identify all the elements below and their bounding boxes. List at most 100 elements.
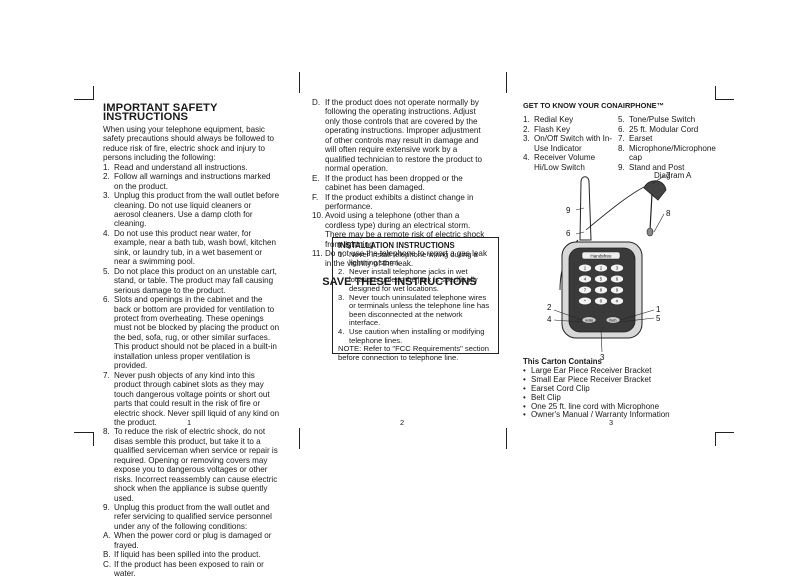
- page-number: 2: [400, 418, 405, 427]
- list-item: E.If the product has been dropped or the…: [312, 174, 487, 193]
- callout-1: 1: [656, 305, 661, 314]
- list-item: 5.Tone/Pulse Switch: [618, 115, 710, 124]
- crop-mark: [299, 72, 300, 93]
- list-item-text: Microphone/Microphone cap: [629, 143, 716, 163]
- carton-list: • Large Ear Piece Receiver Bracket • Small …: [523, 365, 708, 420]
- bullet-icon: •: [523, 392, 526, 402]
- crop-mark: [715, 432, 716, 446]
- list-item-text: To reduce the risk of electric shock, do…: [114, 427, 278, 503]
- list-item-text: Do not use the telephone to report a gas…: [325, 249, 487, 268]
- crop-mark: [506, 72, 507, 93]
- keypad-key[interactable]: [610, 274, 624, 284]
- keypad-key[interactable]: [578, 274, 592, 284]
- callout-6: 6: [566, 229, 571, 238]
- keypad-key-label: *: [584, 299, 586, 304]
- list-item: 3. Unplug this product from the wall outl…: [103, 191, 280, 229]
- redial-label: redial: [585, 318, 594, 322]
- keypad-key-label: 6: [616, 277, 619, 282]
- keypad-key-label: 2: [600, 266, 603, 271]
- keypad-key[interactable]: [578, 285, 592, 295]
- carton-item-text: Earset Cord Clip: [531, 383, 590, 393]
- list-item-number: A.: [103, 531, 111, 541]
- safety-title: IMPORTANT SAFETY INSTRUCTIONS: [103, 102, 218, 124]
- crop-mark: [299, 428, 300, 449]
- list-item-number: 3.: [103, 191, 110, 201]
- list-item-text: Redial Key: [534, 115, 574, 125]
- list-item-text: If the product does not operate normally…: [325, 98, 483, 174]
- installation-note: NOTE: Refer to "FCC Requirements" sectio…: [338, 344, 489, 362]
- list-item: 7.Never push objects of any kind into th…: [103, 371, 280, 428]
- list-item: 9.Unplug this product from the wall outl…: [103, 503, 280, 531]
- list-item: 7.Earset: [618, 134, 710, 143]
- list-item-number: 11.: [312, 249, 323, 259]
- bullet-icon: •: [523, 374, 526, 384]
- bullet-icon: •: [523, 365, 526, 375]
- keypad-key[interactable]: [610, 263, 624, 273]
- list-item: 4.Receiver Volume Hi/Low Switch: [523, 153, 618, 172]
- crop-mark: [74, 432, 93, 433]
- list-item-text: Stand and Post: [629, 162, 685, 172]
- list-item-number: 4.: [103, 228, 110, 238]
- save-instructions-title: SAVE THESE INSTRUCTIONS: [322, 276, 477, 289]
- keypad-key[interactable]: [594, 263, 608, 273]
- page1-column: IMPORTANT SAFETY INSTRUCTIONS When using…: [103, 102, 280, 579]
- list-item-text: When the power cord or plug is damaged o…: [114, 531, 272, 550]
- list-item: 2.Never install telephone jacks in wet l…: [338, 267, 493, 294]
- list-item: 6.25 ft. Modular Cord: [618, 125, 710, 134]
- list-item: 1.Redial Key: [523, 115, 618, 124]
- list-item-number: 1.: [103, 162, 110, 172]
- list-item-number: 3.: [523, 134, 530, 144]
- keypad-key[interactable]: [610, 296, 624, 306]
- list-item: D.If the product does not operate normal…: [312, 98, 487, 174]
- keypad-key[interactable]: [594, 285, 608, 295]
- list-item-text: Slots and openings in the cabinet and th…: [114, 295, 280, 371]
- callout-7: 7: [666, 171, 671, 180]
- carton-item-text: Large Ear Piece Receiver Bracket: [531, 365, 652, 375]
- keypad-key[interactable]: [594, 274, 608, 284]
- list-item-text: Earset: [629, 134, 653, 144]
- page-number: 1: [187, 418, 192, 427]
- keypad-key[interactable]: [594, 296, 608, 306]
- carton-item-text: Owner's Manual / Warranty Information: [531, 410, 670, 420]
- safety-list-continued: D.If the product does not operate normal…: [312, 98, 487, 268]
- list-item: B.If liquid has been spilled into the pr…: [103, 550, 280, 559]
- list-item-number: 10.: [312, 211, 324, 221]
- carton-item-text: Belt Clip: [531, 392, 561, 402]
- crop-mark: [715, 99, 734, 100]
- list-item-text: Flash Key: [534, 124, 570, 134]
- installation-title: INSTALLATION INSTRUCTIONS: [338, 241, 455, 250]
- list-item-text: Follow all warnings and instructions mar…: [114, 172, 271, 191]
- carton-item-text: Small Ear Piece Receiver Bracket: [531, 374, 652, 384]
- list-item: 2. Flash Key: [523, 125, 618, 134]
- device-brand: Handsfree: [590, 254, 612, 259]
- list-item-number: 2.: [523, 124, 530, 134]
- keypad-key[interactable]: [610, 285, 624, 295]
- list-item-number: 8.: [618, 143, 625, 153]
- list-item-number: 3.: [338, 292, 345, 302]
- list-item-number: 6.: [618, 124, 625, 134]
- list-item-text: If the product has been exposed to rain …: [114, 559, 264, 579]
- list-item: 8. Microphone/Microphone cap: [618, 143, 716, 163]
- list-item-text: If liquid has been spilled into the prod…: [114, 550, 261, 560]
- keypad-key-label: 5: [600, 277, 603, 282]
- safety-intro: When using your telephone equipment, bas…: [103, 124, 274, 163]
- keypad-key-label: 8: [600, 288, 603, 293]
- list-item-number: C.: [103, 559, 112, 569]
- list-item-text: Unplug this product from the wall outlet…: [114, 191, 280, 229]
- list-item-number: 8.: [103, 427, 110, 437]
- keypad-key[interactable]: [578, 296, 592, 306]
- carton-item-text: One 25 ft. line cord with Microphone: [531, 401, 660, 411]
- list-item-number: 5.: [103, 266, 110, 276]
- bullet-icon: •: [523, 401, 526, 411]
- list-item: 3.Never touch uninsulated telephone wire…: [338, 292, 493, 328]
- list-item: 4.Use caution when installing or modifyi…: [338, 327, 493, 345]
- microphone-cap: [646, 227, 654, 237]
- keypad-key[interactable]: [578, 263, 592, 273]
- list-item-text: On/Off Switch with In-Use Indicator: [534, 134, 613, 153]
